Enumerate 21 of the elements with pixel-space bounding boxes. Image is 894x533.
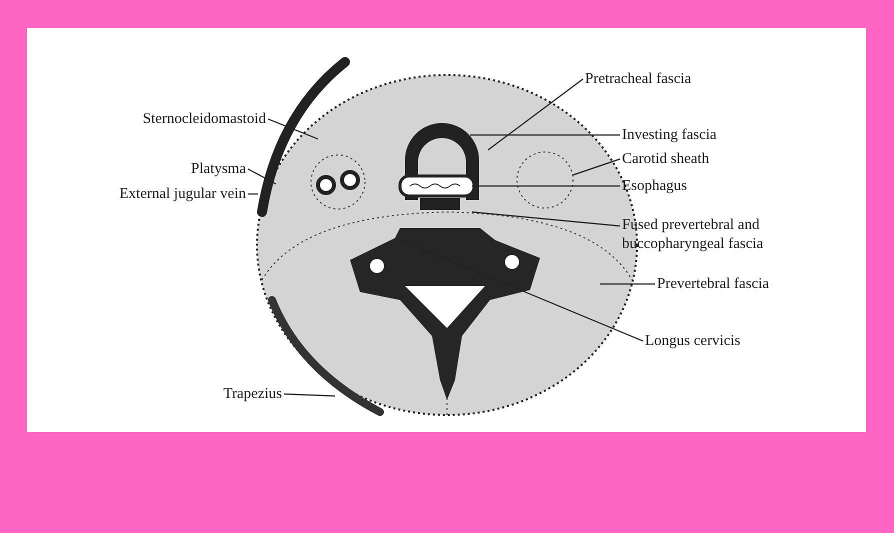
leader-line [472, 185, 620, 187]
anatomy-label: Carotid sheath [622, 150, 710, 168]
leader-line [248, 168, 276, 185]
anatomy-label: Fused prevertebral and buccopharyngeal fascia [622, 216, 837, 254]
leader-line [284, 393, 336, 397]
leader-line [600, 283, 655, 285]
anatomy-label: Investing fascia [622, 126, 717, 144]
leader-line [488, 78, 584, 150]
leader-line [472, 211, 620, 227]
anatomy-label: Platysma [191, 160, 246, 178]
anatomy-label: Pretracheal fascia [585, 70, 692, 88]
leader-line [248, 193, 258, 195]
anatomy-label: Trapezius [223, 384, 282, 404]
anatomy-label: Prevertebral fascia [657, 274, 770, 294]
leader-line [470, 134, 620, 136]
anatomy-label: Longus cervicis [645, 332, 740, 350]
leader-line [268, 118, 318, 140]
anatomy-label: Esophagus [622, 176, 687, 196]
anatomy-label: Sternocleidomastoid [142, 110, 266, 128]
leader-line [572, 158, 620, 176]
anatomy-label: External jugular vein [119, 184, 246, 204]
